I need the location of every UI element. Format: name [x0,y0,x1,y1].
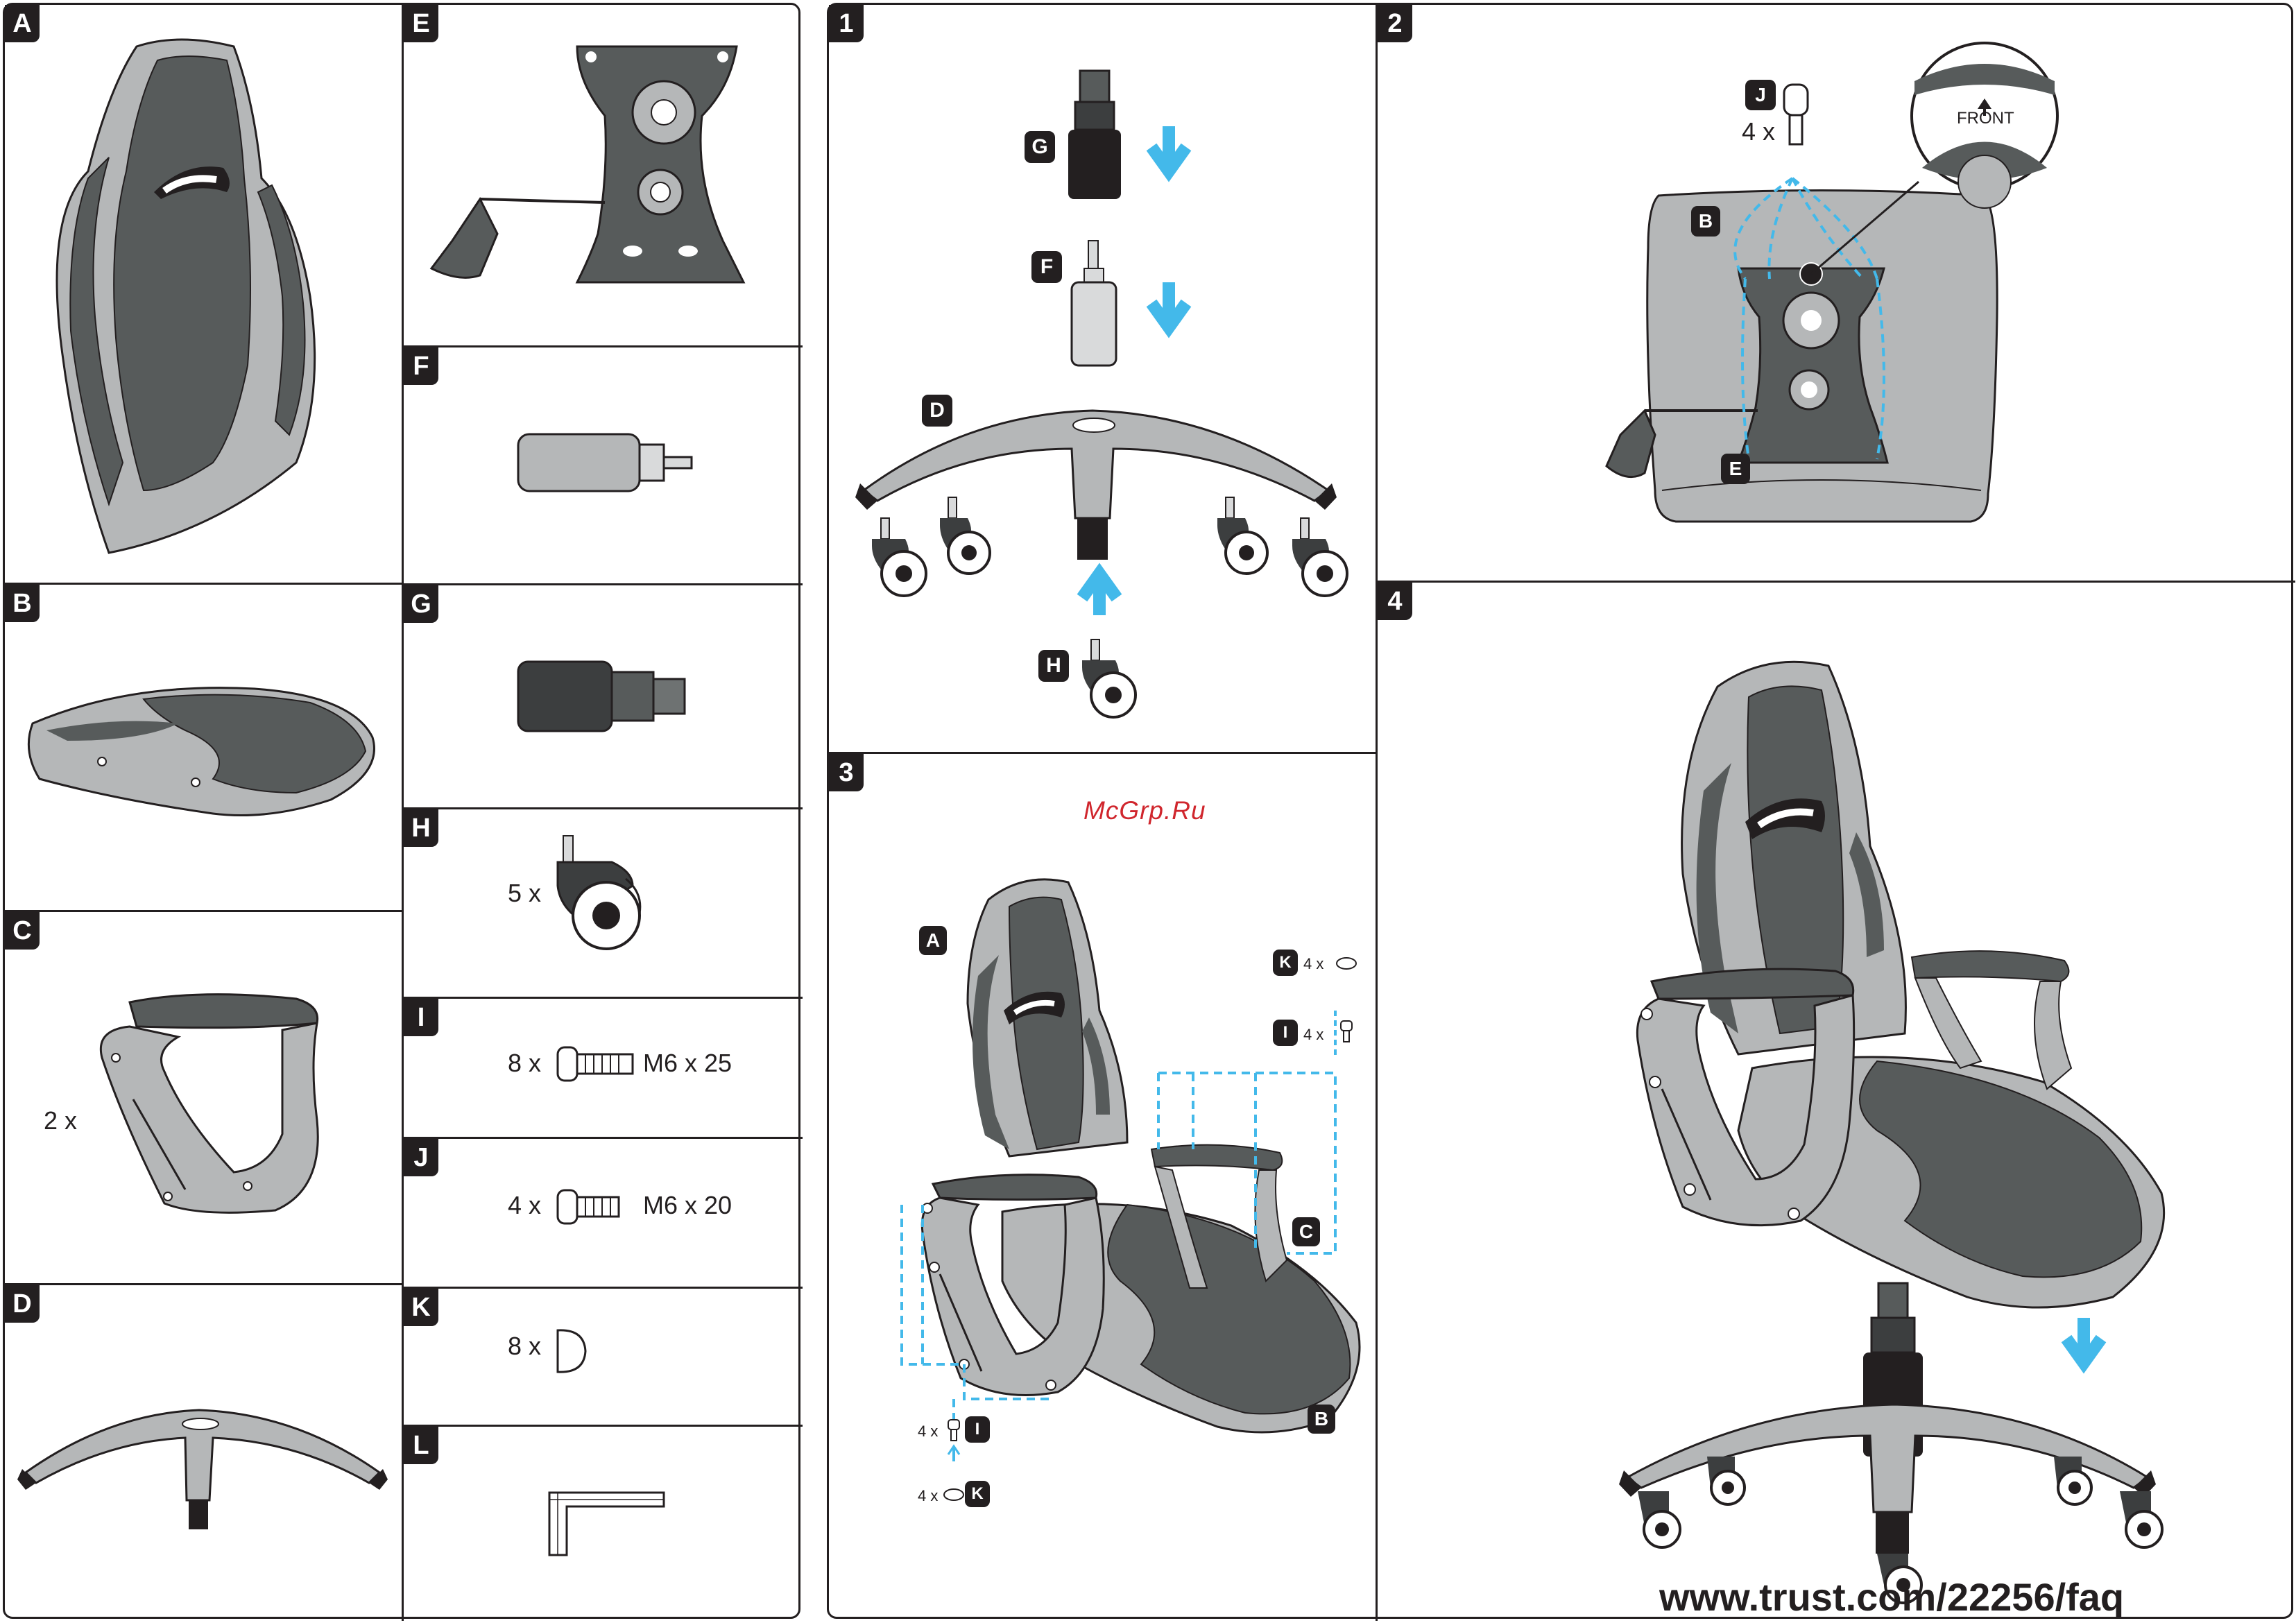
step-3-callout-b: B [1308,1405,1335,1434]
step-3-callout-i-bottom: I [965,1416,990,1443]
part-e-cell: E [404,5,803,345]
caster-icon [1217,497,1267,574]
step-1-illustration [829,5,1376,752]
part-a-cell: A [5,5,402,583]
mechanism-illustration [404,5,803,345]
step-3-callout-k-top: K [1273,950,1298,976]
part-j-size: M6 x 20 [643,1191,732,1220]
cylinder-cover-illustration [404,585,803,807]
step-3-callout-a: A [919,926,947,955]
step-3-i-bottom-qty: 4 x [918,1423,938,1441]
caster-illustration [404,809,803,997]
caster-icon [1638,1491,1680,1547]
support-url[interactable]: www.trust.com/22256/faq [1659,1574,2124,1620]
part-h-cell: H 5 x [404,809,803,997]
step-3-callout-i-top: I [1273,1020,1298,1046]
step-2-callout-j: J [1745,80,1776,110]
step-4-illustration [1378,583,2295,1621]
step-3-callout-k-bottom: K [965,1481,990,1507]
step-3-illustration [829,754,1376,1621]
down-arrow-icon [1151,282,1186,327]
steps-panel: 1 [827,3,2293,1619]
part-i-size: M6 x 25 [643,1049,732,1078]
part-k-cell: K 8 x [404,1289,803,1425]
part-b-cell: B [5,585,402,910]
step-2-illustration [1378,5,2295,581]
step-2-callout-e: E [1721,454,1750,484]
front-label: FRONT [1957,109,2014,128]
part-d-cell: D [5,1285,402,1621]
base-illustration [5,1285,402,1621]
part-f-cell: F [404,347,803,583]
down-arrow-icon [1151,126,1186,171]
step-1-callout-f: F [1031,251,1062,283]
hex-key-icon [404,1427,803,1621]
step-3-i-top-qty: 4 x [1303,1026,1323,1044]
step-1-cell: 1 [829,5,1376,752]
step-2-cell: 2 J 4 x B [1378,5,2295,581]
part-l-cell: L [404,1427,803,1621]
screw-cap-icon [404,1289,803,1425]
step-1-callout-g: G [1025,131,1055,163]
bolt-m6x25-icon [404,999,803,1137]
backrest-illustration [5,5,402,583]
caster-icon [1292,518,1347,596]
parts-panel: A B C 2 x [3,3,800,1619]
up-arrow-icon [1082,574,1117,615]
step-2-callout-b: B [1691,206,1720,237]
caster-icon [1082,639,1136,717]
step-1-callout-h: H [1038,650,1069,682]
gas-spring-illustration [404,347,803,583]
down-arrow-icon [2066,1318,2101,1363]
step-4-cell: 4 [1378,583,2295,1621]
part-g-cell: G [404,585,803,807]
bolt-m6x20-icon [404,1139,803,1287]
step-1-callout-d: D [922,395,952,427]
step-2-qty: 4 x [1742,117,1775,146]
watermark-text: McGrp.Ru [1083,796,1206,825]
armrest-illustration [5,912,402,1283]
part-i-cell: I 8 x M6 x 25 [404,999,803,1137]
step-3-cell: 3 [829,754,1376,1621]
part-c-cell: C 2 x [5,912,402,1283]
caster-icon [872,518,926,596]
caster-icon [1707,1457,1745,1504]
step-3-callout-c: C [1292,1217,1320,1246]
step-3-k-bottom-qty: 4 x [918,1487,938,1505]
part-j-cell: J 4 x M6 x 20 [404,1139,803,1287]
step-3-k-top-qty: 4 x [1303,955,1323,973]
caster-icon [940,497,990,574]
caster-icon [2120,1491,2162,1547]
seat-illustration [5,585,402,910]
